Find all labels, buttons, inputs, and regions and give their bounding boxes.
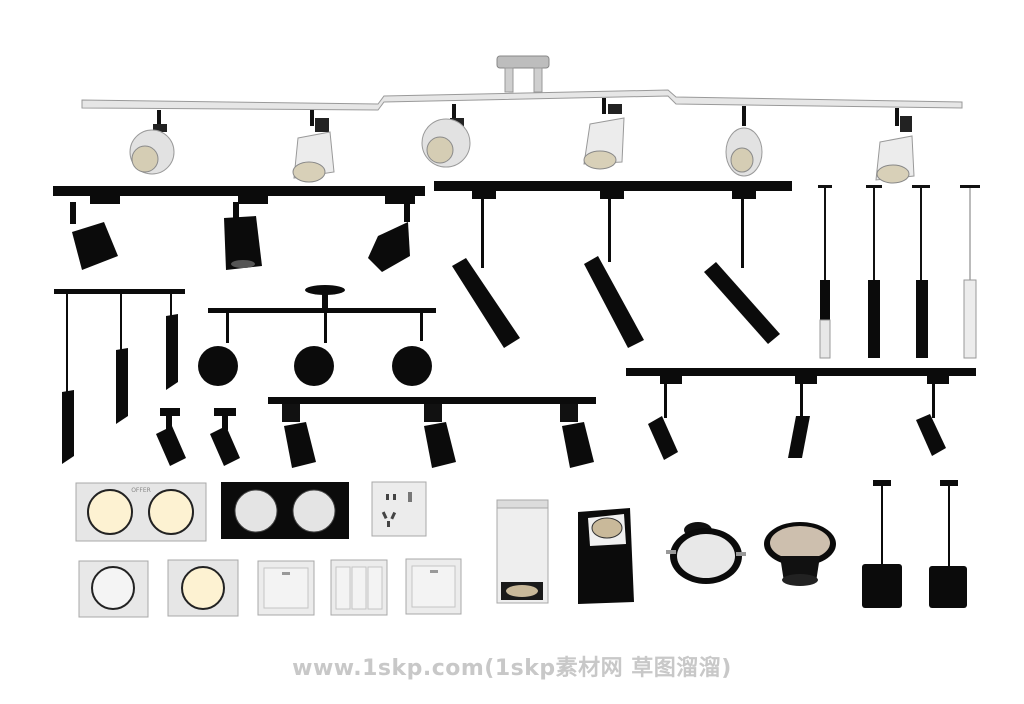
spotlight-icon	[70, 202, 118, 270]
spotlight-icon	[875, 108, 915, 184]
spotlight-icon	[210, 408, 240, 466]
single-warm-light-panel	[167, 559, 239, 617]
spotlight-icon	[584, 256, 644, 348]
spotlight-icon	[421, 104, 471, 168]
double-cool-light-panel-black	[221, 482, 349, 539]
spotlight-icon	[424, 422, 456, 468]
black-track-tube-spots	[434, 181, 792, 348]
spotlight-icon	[368, 202, 410, 272]
pendant-light-icon	[818, 185, 832, 359]
downlight-icon	[764, 522, 836, 586]
spotlight-icon	[284, 422, 316, 468]
pendant-light-icon	[62, 390, 74, 464]
spotlight-icon	[156, 408, 186, 466]
black-track-spots-right	[626, 368, 976, 460]
white-ceiling-track-group	[81, 55, 963, 184]
spotlight-icon	[916, 414, 946, 456]
wall-switch-icon	[405, 558, 462, 615]
watermark-text: www.1skp.com(1skp素材网 草图溜溜)	[292, 656, 732, 681]
power-socket-icon	[371, 481, 427, 537]
pendant-tube-lights	[818, 185, 980, 359]
pendant-light-icon	[929, 480, 967, 608]
spotlight-icon	[562, 422, 594, 468]
double-warm-light-panel: OFFER	[75, 482, 207, 542]
single-cool-light-panel	[78, 560, 149, 618]
pendant-light-icon	[166, 314, 178, 390]
spotlight-icon	[392, 346, 432, 386]
panel-label: OFFER	[131, 487, 151, 494]
spotlight-icon	[224, 202, 262, 270]
wall-switch-icon	[330, 559, 388, 616]
pendant-light-icon	[960, 185, 980, 359]
pendant-light-icon	[116, 348, 128, 424]
spotlight-icon	[788, 416, 810, 458]
spotlight-icon	[648, 416, 678, 460]
white-surface-downlight	[496, 499, 549, 604]
black-track-spotlights-left	[53, 186, 425, 272]
linear-pendant-blades	[54, 289, 185, 464]
spotlight-icon	[129, 110, 175, 175]
small-track-spots	[156, 408, 240, 466]
black-surface-downlight	[578, 508, 634, 604]
spotlight-icon	[704, 262, 780, 344]
spotlight-icon	[198, 346, 238, 386]
pendant-light-icon	[862, 480, 902, 608]
wall-switch-icon	[257, 560, 315, 616]
pendant-light-icon	[912, 185, 930, 358]
spotlight-icon	[583, 98, 625, 170]
downlight-icon	[666, 522, 746, 584]
black-track-spots-middle	[268, 397, 596, 468]
spotlight-icon	[725, 106, 763, 177]
spotlight-icon	[294, 346, 334, 386]
pendant-light-icon	[866, 185, 882, 358]
globe-spotlight-bar	[198, 285, 436, 386]
spotlight-icon	[292, 110, 335, 183]
spotlight-icon	[452, 258, 520, 348]
